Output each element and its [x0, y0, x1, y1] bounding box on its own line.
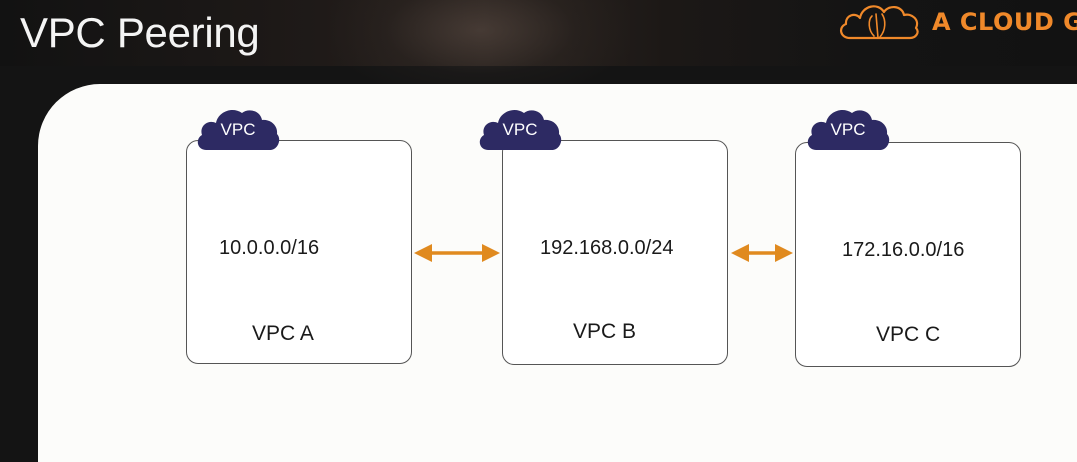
vpc-c-box: 172.16.0.0/16 VPC C [795, 142, 1021, 367]
vpc-a-box: 10.0.0.0/16 VPC A [186, 140, 412, 364]
vpc-a-cidr: 10.0.0.0/16 [219, 237, 320, 259]
brand-logo-text: A CLOUD G [932, 8, 1077, 36]
vpc-b-box: 192.168.0.0/24 VPC B [502, 140, 728, 365]
brand-logo: A CLOUD G [836, 0, 1077, 44]
vpc-a-badge-label: VPC [220, 120, 256, 139]
vpc-c-cidr: 172.16.0.0/16 [842, 239, 965, 261]
brand-logo-inner: A CLOUD G [836, 0, 1077, 44]
vpc-c-badge: VPC [806, 106, 890, 152]
header-background-photo [330, 0, 630, 100]
header-bar: VPC Peering A CLOUD G [0, 0, 1077, 100]
vpc-cloud-icon [479, 109, 562, 150]
slide-title: VPC Peering [20, 9, 260, 56]
vpc-c-badge-label: VPC [830, 120, 866, 139]
vpc-b-badge: VPC [478, 106, 562, 152]
cloud-guru-icon [840, 5, 919, 40]
vpc-cloud-icon [197, 109, 280, 150]
vpc-a-name: VPC A [252, 322, 314, 345]
vpc-b-badge-label: VPC [502, 120, 538, 139]
peering-arrow-a-b [414, 244, 500, 262]
vpc-a-badge: VPC [196, 106, 280, 152]
vpc-b-cidr: 192.168.0.0/24 [540, 237, 674, 259]
vpc-b-name: VPC B [573, 320, 637, 343]
vpc-c-name: VPC C [876, 323, 941, 346]
peering-arrow-b-c [731, 244, 793, 262]
vpc-cloud-icon [807, 109, 890, 150]
